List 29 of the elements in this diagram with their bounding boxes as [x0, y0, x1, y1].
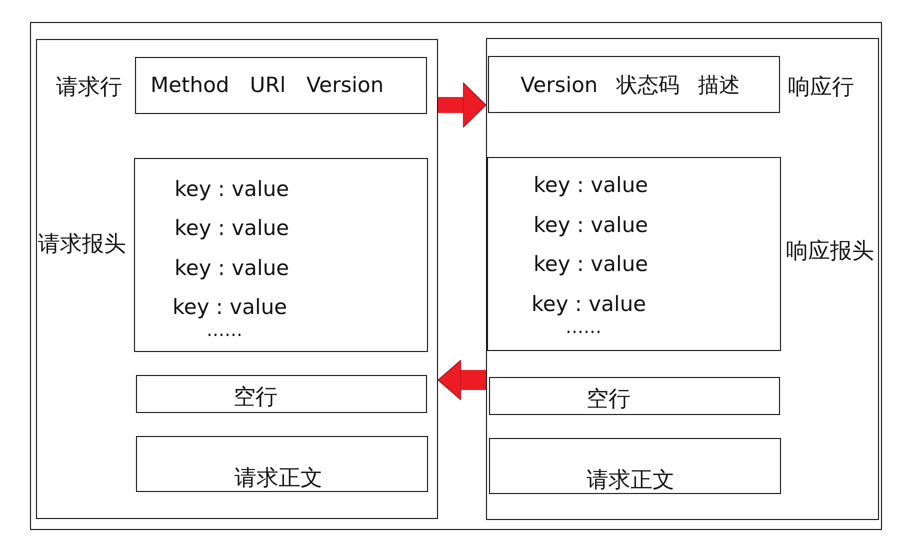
section-label: 响应报头 [786, 238, 874, 266]
response-panel [486, 38, 878, 520]
header-line: key : value [174, 255, 290, 282]
body-label: 请求正文 [586, 466, 674, 494]
section-label: 请求行 [56, 74, 122, 102]
body-box [136, 436, 428, 492]
header-line: key : value [534, 251, 648, 278]
header-box [134, 158, 428, 352]
header-line: key : value [174, 215, 290, 242]
request-panel [36, 38, 438, 518]
blank-line-label: 空行 [586, 386, 630, 414]
blank-line-label: 空行 [234, 384, 278, 412]
body-label: 请求正文 [234, 464, 322, 492]
header-line: key : value [532, 291, 646, 318]
outer-frame [30, 22, 882, 530]
header-line: key : value [534, 212, 648, 239]
section-label: 响应行 [788, 74, 854, 102]
request-line-text: Method URl Version [150, 72, 384, 99]
header-line: key : value [174, 176, 290, 203]
header-box [487, 157, 781, 351]
arrow [438, 82, 486, 128]
ellipsis: …… [566, 317, 602, 340]
section-label: 请求报头 [38, 231, 126, 259]
ellipsis: …… [206, 320, 242, 343]
status-line-text: Version 状态码 描述 [520, 72, 740, 99]
arrow [438, 360, 486, 400]
header-line: key : value [534, 172, 648, 199]
body-box [489, 438, 781, 494]
header-line: key : value [172, 294, 288, 321]
